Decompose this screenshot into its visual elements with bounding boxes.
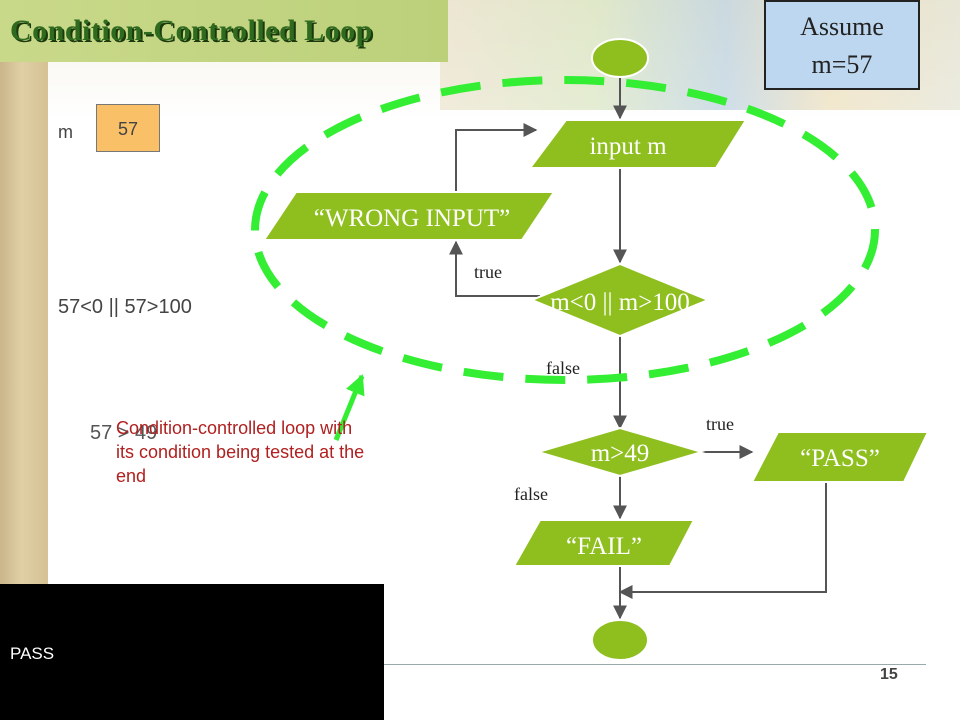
pass-label: “PASS” bbox=[800, 445, 880, 472]
variable-value-box: 57 bbox=[96, 104, 160, 152]
condition-ghost-text: 57<0 || 57>100 bbox=[58, 296, 192, 318]
annotation-arrow bbox=[333, 374, 365, 441]
comparison-ghost-text: 57 > 49 bbox=[90, 422, 158, 444]
variable-name: m bbox=[58, 122, 73, 142]
slide-title: Condition-Controlled Loop bbox=[10, 14, 373, 47]
assumption-box: Assume m=57 bbox=[764, 0, 920, 90]
page-number: 15 bbox=[880, 666, 898, 683]
true-label-2: true bbox=[706, 414, 734, 434]
input-parallelogram bbox=[528, 119, 748, 169]
true-label-1: true bbox=[474, 262, 502, 282]
false-label-1: false bbox=[546, 358, 580, 378]
fail-label: “FAIL” bbox=[566, 533, 642, 560]
input-label: input m bbox=[589, 133, 667, 160]
false-label-2: false bbox=[514, 484, 548, 504]
connectors bbox=[449, 76, 827, 620]
wrong-input-label: “WRONG INPUT” bbox=[314, 205, 510, 232]
assume-line-1: Assume bbox=[800, 12, 884, 41]
fail-parallelogram bbox=[512, 519, 696, 567]
loop-ellipse bbox=[251, 76, 879, 384]
check-diamond bbox=[534, 426, 706, 478]
loop-annotation: Condition-controlled loop with its condi… bbox=[116, 418, 365, 486]
check-label: m>49 bbox=[591, 440, 650, 467]
console-output-text: PASS bbox=[10, 644, 55, 663]
footer-divider bbox=[384, 664, 926, 665]
console-output-panel: PASS bbox=[0, 584, 384, 720]
condition-label: m<0 || m>100 bbox=[550, 289, 690, 316]
condition-diamond bbox=[529, 262, 711, 338]
pass-parallelogram bbox=[750, 431, 930, 483]
wrong-input-parallelogram bbox=[262, 191, 556, 241]
start-terminal bbox=[591, 38, 649, 78]
end-terminal bbox=[591, 619, 649, 661]
assume-line-2: m=57 bbox=[811, 50, 873, 79]
title-bar: Condition-Controlled Loop bbox=[0, 0, 448, 62]
